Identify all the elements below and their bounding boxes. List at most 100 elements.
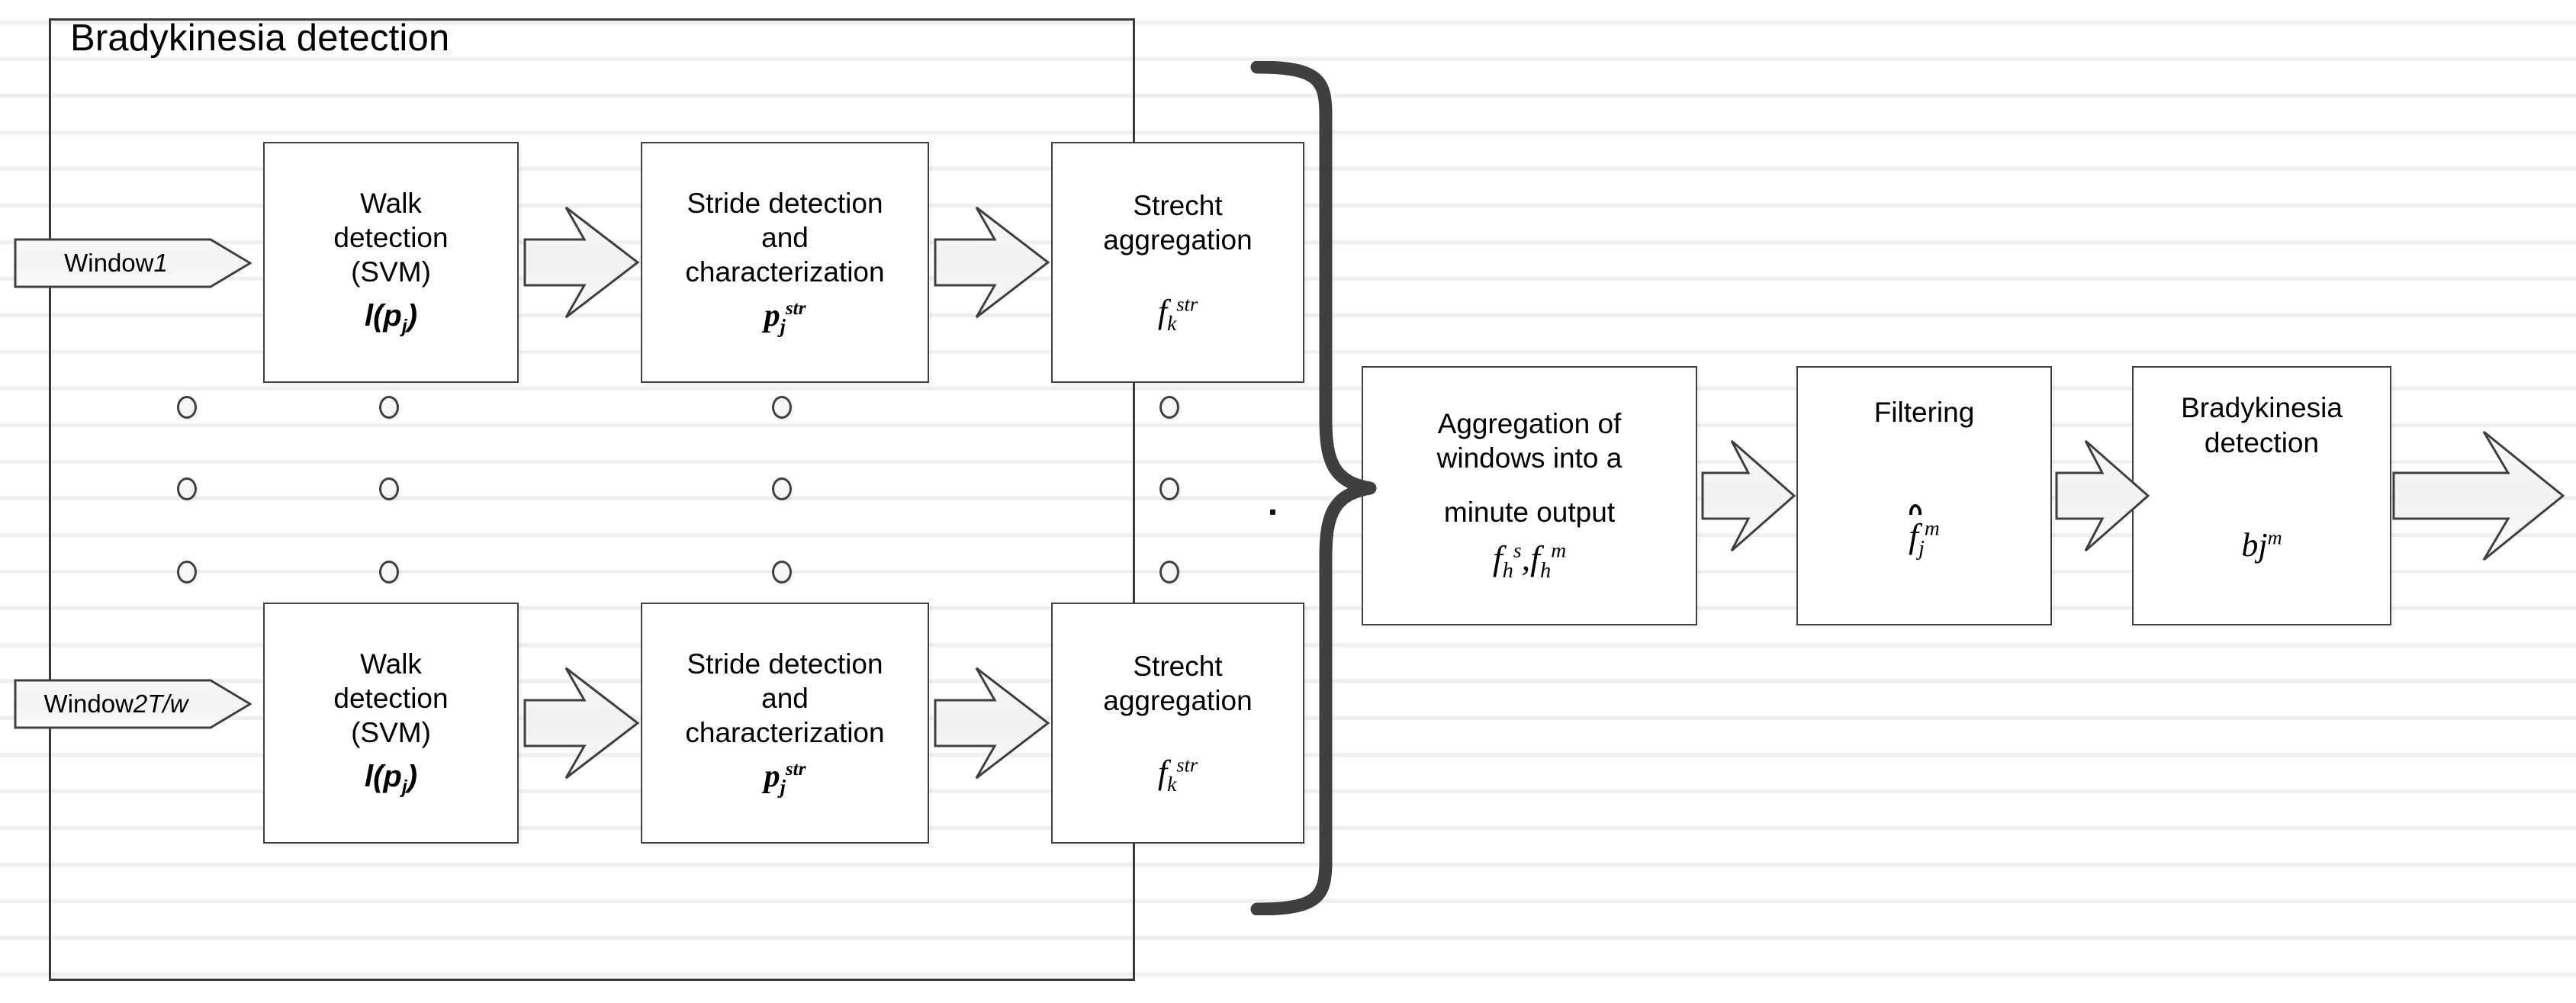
aggregation-formula: fhs,fhm <box>1493 537 1566 585</box>
box-walk-detection-top[interactable]: Walk detection (SVM) l(pj) <box>263 142 519 383</box>
arrow-walk-to-stride-top <box>523 203 640 322</box>
bradykinesia-line-2: detection <box>2204 427 2320 458</box>
strecht-formula-base: f <box>1157 753 1168 791</box>
ellipsis-dot <box>772 396 792 419</box>
walk-detection-line-3: (SVM) <box>351 717 431 749</box>
strecht-aggregation-line-1: Strecht <box>1133 651 1223 683</box>
bradykinesia-line-1: Bradykinesia <box>2181 392 2343 423</box>
stride-formula-sup: str <box>785 298 806 320</box>
stride-formula-sub: j <box>780 776 786 799</box>
arrow-walk-to-stride-bottom <box>523 664 640 783</box>
box-walk-detection-bottom[interactable]: Walk detection (SVM) l(pj) <box>263 603 519 844</box>
stride-formula-vector: p <box>764 298 780 334</box>
window-2tw-text: Window <box>43 690 133 718</box>
walk-formula-vector: p <box>383 759 402 793</box>
agg-formula-separator: , <box>1521 538 1531 578</box>
walk-detection-formula: l(pj) <box>365 297 417 339</box>
walk-formula-base: l( <box>364 298 384 333</box>
page-title: Bradykinesia detection <box>70 18 450 59</box>
agg-formula-sub-1: h <box>1502 559 1513 583</box>
filtering-formula-sup: m <box>1924 516 1940 540</box>
walk-formula-vector: p <box>383 298 402 333</box>
ellipsis-dot <box>772 561 792 583</box>
window-2tw-index: 2T/w <box>133 690 188 718</box>
strecht-formula-sup: str <box>1176 291 1198 315</box>
arrow-stride-to-strecht-bottom <box>934 664 1050 783</box>
stride-detection-line-1: Stride detection <box>687 187 883 219</box>
filtering-formula-sub: j <box>1918 536 1925 561</box>
arrow-stride-to-strecht-top <box>934 203 1050 322</box>
strecht-formula-sub: k <box>1167 311 1177 335</box>
walk-detection-line-2: detection <box>333 683 449 715</box>
strecht-formula-sub: k <box>1167 772 1177 796</box>
bradykinesia-formula: bjm <box>2241 525 2282 566</box>
ellipsis-dot <box>177 396 197 419</box>
stride-detection-line-1: Stride detection <box>687 648 883 680</box>
walk-formula-base: l( <box>364 759 384 793</box>
input-arrow-window-1[interactable]: Window 1 <box>14 229 252 297</box>
filtering-formula-base: f <box>1909 516 1918 555</box>
stride-detection-line-3: characterization <box>685 256 885 288</box>
filtering-line-1: Filtering <box>1873 397 1975 428</box>
strecht-aggregation-line-1: Strecht <box>1133 190 1223 222</box>
agg-formula-sup-2: m <box>1551 538 1567 562</box>
input-arrow-window-2tw[interactable]: Window 2T/w <box>14 670 252 738</box>
ellipsis-dot <box>177 561 197 583</box>
agg-formula-base-2: f <box>1530 538 1540 578</box>
strecht-formula-base: f <box>1157 292 1168 330</box>
walk-formula-sub: j <box>401 316 407 337</box>
stride-formula-vector: p <box>764 759 780 795</box>
walk-detection-line-1: Walk <box>360 188 422 220</box>
ellipsis-dot <box>1159 477 1179 500</box>
ellipsis-dot <box>379 396 399 419</box>
strecht-formula-sup: str <box>1176 752 1198 776</box>
walk-formula-close: ) <box>407 759 418 793</box>
merge-brace <box>1236 60 1396 919</box>
aggregation-line-3: minute output <box>1443 497 1616 529</box>
stride-detection-formula: pjstr <box>764 757 806 799</box>
strecht-aggregation-line-2: aggregation <box>1103 685 1253 717</box>
ellipsis-dot <box>1159 396 1179 419</box>
input-arrow-window-1-label: Window 1 <box>14 229 252 297</box>
box-stride-detection-bottom[interactable]: Stride detection and characterization pj… <box>641 603 929 844</box>
agg-formula-base-1: f <box>1492 538 1503 578</box>
walk-formula-sub: j <box>401 776 407 798</box>
stride-formula-sup: str <box>785 759 806 780</box>
ellipsis-dot <box>379 477 399 500</box>
ellipsis-dot <box>1159 561 1179 583</box>
ellipsis-dot <box>772 477 792 500</box>
brady-formula-sup: m <box>2267 526 2282 549</box>
arrow-aggregation-to-filtering <box>1701 436 1796 555</box>
window-1-text: Window <box>64 249 154 277</box>
agg-formula-sub-2: h <box>1539 559 1552 583</box>
aggregation-line-1: Aggregation of <box>1437 407 1622 439</box>
arrow-filtering-to-bradykinesia <box>2055 436 2150 555</box>
stride-detection-line-3: characterization <box>685 716 885 748</box>
box-aggregation-of-windows[interactable]: Aggregation of windows into a minute out… <box>1362 366 1697 625</box>
window-1-index: 1 <box>153 249 168 277</box>
walk-detection-line-1: Walk <box>360 648 422 680</box>
ellipsis-dot <box>379 561 399 583</box>
box-bradykinesia-detection[interactable]: Bradykinesia detection bjm <box>2132 366 2391 625</box>
walk-detection-line-3: (SVM) <box>351 256 431 288</box>
filtering-formula: fjm <box>1909 515 1940 563</box>
stride-formula-sub: j <box>780 315 786 338</box>
stride-detection-formula: pjstr <box>764 297 806 339</box>
strecht-aggregation-line-2: aggregation <box>1103 224 1253 256</box>
walk-detection-formula: l(pj) <box>365 758 417 799</box>
walk-detection-line-2: detection <box>333 222 449 254</box>
brady-formula-base: bj <box>2241 526 2268 564</box>
arrow-output <box>2392 427 2565 564</box>
strecht-aggregation-formula: fkstr <box>1158 291 1198 336</box>
agg-formula-sup-1: s <box>1513 538 1522 562</box>
input-arrow-window-2tw-label: Window 2T/w <box>14 670 252 738</box>
stride-detection-line-2: and <box>761 682 809 714</box>
walk-formula-close: ) <box>407 298 418 333</box>
ellipsis-dot <box>177 477 197 500</box>
strecht-aggregation-formula: fkstr <box>1158 752 1198 797</box>
box-stride-detection-top[interactable]: Stride detection and characterization pj… <box>641 142 929 383</box>
stride-detection-line-2: and <box>761 221 809 253</box>
aggregation-line-2: windows into a <box>1436 442 1622 474</box>
filtering-formula-hat-accent: fj <box>1909 515 1925 563</box>
box-filtering[interactable]: Filtering fjm <box>1796 366 2052 625</box>
